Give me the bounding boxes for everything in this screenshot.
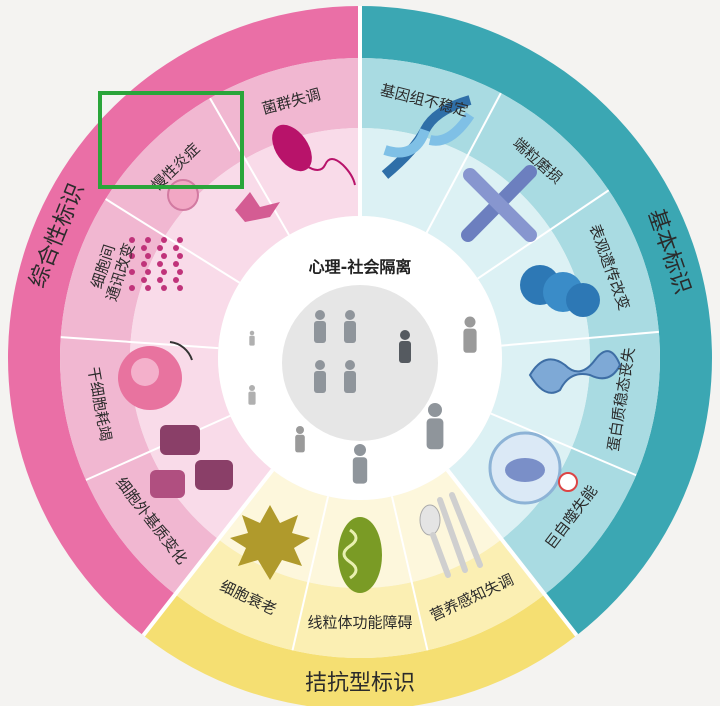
category-antagonistic: 拮抗型标识 bbox=[305, 671, 415, 696]
bacterium-icon bbox=[272, 124, 356, 186]
signal-dot bbox=[157, 277, 163, 283]
outer-ring-primary bbox=[360, 6, 712, 636]
signal-dot bbox=[145, 269, 151, 275]
mitochondrion-icon bbox=[338, 517, 382, 593]
person-icon bbox=[399, 330, 411, 363]
signal-dot bbox=[161, 237, 167, 243]
nucleosome-icon bbox=[520, 265, 600, 317]
outer-ring-integrative bbox=[7, 6, 360, 636]
center-inner-disc bbox=[282, 285, 438, 441]
person-icon bbox=[463, 316, 477, 353]
segment-divider bbox=[425, 92, 502, 234]
protein-icon bbox=[528, 350, 622, 394]
segment-divider bbox=[490, 412, 637, 477]
signal-dot bbox=[177, 285, 183, 291]
signalling-dots-icon bbox=[129, 237, 183, 291]
segment-divider bbox=[477, 189, 610, 280]
segment-divider bbox=[501, 330, 659, 347]
segment-dividers bbox=[60, 6, 659, 651]
ecm-cells-icon bbox=[150, 425, 233, 498]
highlight-box bbox=[98, 91, 244, 189]
person-icon bbox=[344, 360, 356, 393]
segment-divider bbox=[85, 414, 231, 481]
stem-cell-icon bbox=[118, 341, 193, 410]
people-icons bbox=[248, 310, 477, 484]
person-icon bbox=[314, 310, 326, 343]
outer-ring-antagonistic bbox=[143, 594, 577, 706]
signal-dot bbox=[145, 285, 151, 291]
segment-divider bbox=[105, 198, 241, 284]
label-ring-integrative bbox=[60, 58, 360, 595]
dna-icon bbox=[381, 95, 475, 179]
signal-dot bbox=[177, 269, 183, 275]
signal-dot bbox=[161, 253, 167, 259]
signal-dot bbox=[173, 261, 179, 267]
signal-dot bbox=[129, 253, 135, 259]
signal-dot bbox=[161, 285, 167, 291]
category-divider bbox=[445, 468, 579, 637]
segment-icons bbox=[118, 95, 622, 593]
signal-dot bbox=[157, 261, 163, 267]
signal-dot bbox=[145, 253, 151, 259]
segment-divider bbox=[209, 97, 290, 236]
signal-dot bbox=[161, 269, 167, 275]
person-icon bbox=[248, 385, 256, 405]
signal-dot bbox=[129, 237, 135, 243]
chromosome-icon bbox=[461, 165, 537, 242]
person-icon bbox=[344, 310, 356, 343]
signal-dot bbox=[157, 245, 163, 251]
person-icon bbox=[295, 426, 305, 453]
signal-dot bbox=[177, 253, 183, 259]
label-mito-dysfunction: 线粒体功能障碍 bbox=[307, 614, 412, 632]
autophagosome-icon bbox=[488, 431, 578, 505]
person-icon bbox=[314, 360, 326, 393]
signal-dot bbox=[129, 285, 135, 291]
signal-dot bbox=[177, 237, 183, 243]
cutlery-icon bbox=[419, 492, 483, 578]
segment-divider bbox=[291, 496, 330, 651]
leaf-icon bbox=[230, 505, 310, 580]
person-icon bbox=[426, 403, 444, 450]
label-ring-primary bbox=[360, 58, 660, 595]
category-divider bbox=[141, 468, 275, 637]
person-icon bbox=[352, 444, 368, 484]
person-icon bbox=[249, 330, 255, 346]
segment-divider bbox=[390, 496, 429, 651]
signal-dot bbox=[173, 245, 179, 251]
segment-divider bbox=[60, 336, 219, 350]
center-title: 心理-社会隔离 bbox=[309, 258, 412, 277]
signal-dot bbox=[141, 261, 147, 267]
signal-dot bbox=[173, 277, 179, 283]
signal-dot bbox=[145, 237, 151, 243]
signal-dot bbox=[141, 277, 147, 283]
signal-dot bbox=[129, 269, 135, 275]
signal-dot bbox=[141, 245, 147, 251]
